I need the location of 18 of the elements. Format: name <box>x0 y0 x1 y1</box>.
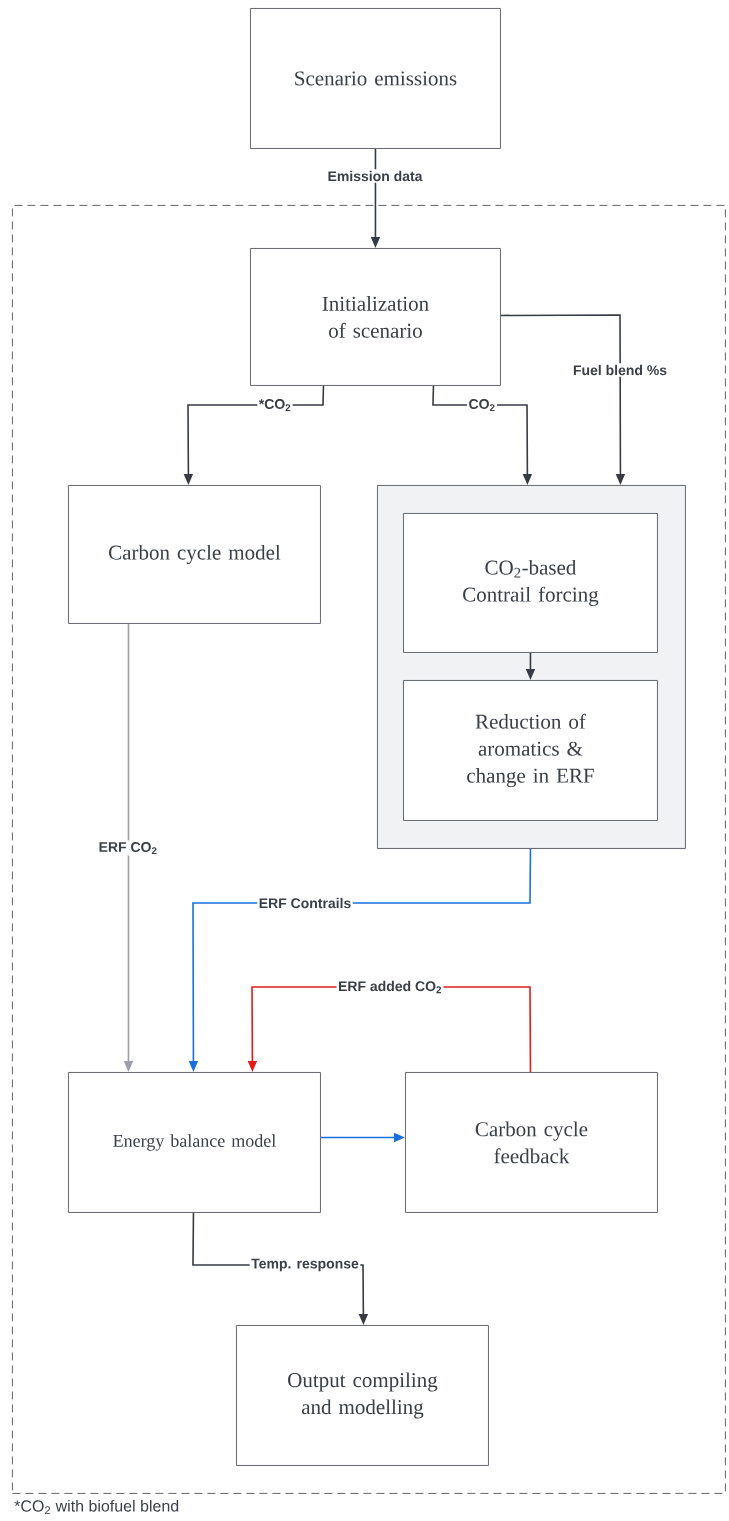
process-box: Carbon cycle model <box>68 485 321 624</box>
edge-label: ERF added CO$_{2}$ <box>336 979 444 995</box>
edge-label: Emission data <box>326 169 424 183</box>
edge-label: ERF CO$_{2}$ <box>97 840 159 856</box>
footnote: *CO$_{2}$ with biofuel blend <box>14 1499 179 1515</box>
process-box: Energy balance model <box>68 1072 321 1213</box>
dashed-boundary <box>12 205 726 1494</box>
process-box: Initialization of scenario <box>250 248 501 386</box>
edge-label: *CO$_{2}$ <box>257 397 293 413</box>
edge-label: CO$_{2}$ <box>467 397 497 413</box>
process-box: Reduction of aromatics & change in ERF <box>403 680 658 821</box>
edge-label: ERF Contrails <box>257 896 353 910</box>
edge-label: Temp. response <box>249 1257 361 1273</box>
process-box: Scenario emissions <box>250 8 501 149</box>
edge-label: Fuel blend %s <box>571 363 669 377</box>
process-box: Output compiling and modelling <box>236 1325 489 1466</box>
process-box: Carbon cycle feedback <box>405 1072 658 1213</box>
process-box: CO$_{2}$-based Contrail forcing <box>403 513 658 653</box>
